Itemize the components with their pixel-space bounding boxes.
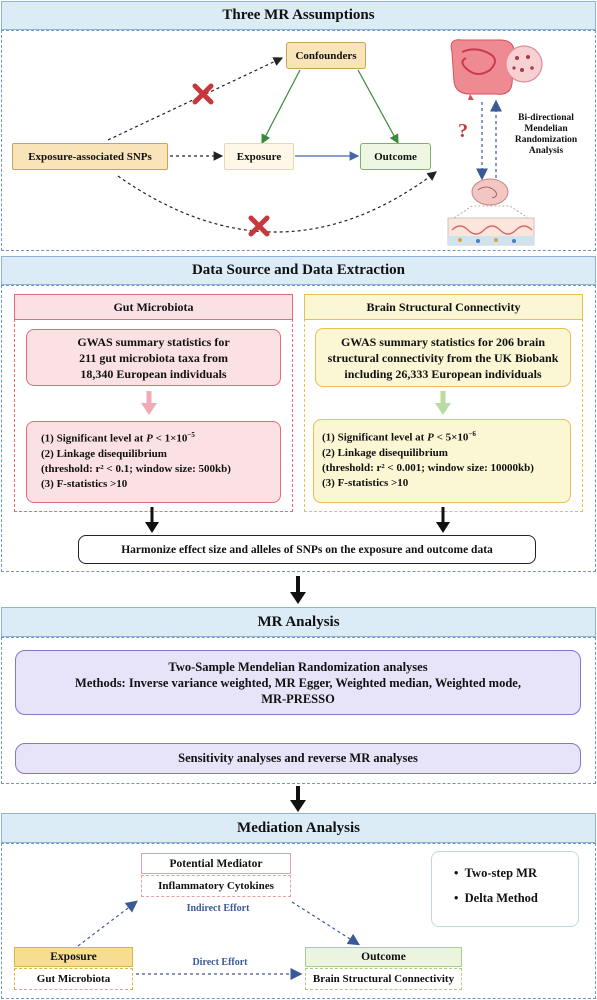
mediation-exposure-title: Exposure — [50, 951, 97, 963]
gut-summary-line: 211 gut microbiota taxa from — [79, 350, 228, 365]
cross-icon — [192, 83, 214, 105]
mediator-title-box: Potential Mediator — [141, 853, 291, 874]
section1-header: Three MR Assumptions — [1, 1, 596, 30]
mediation-exposure-sub: Gut Microbiota — [36, 973, 111, 985]
brain-connectivity-header: Brain Structural Connectivity — [304, 294, 583, 320]
mediation-methods-box: • Two-step MR • Delta Method — [431, 851, 579, 927]
exposure-snps-label: Exposure-associated SNPs — [28, 150, 152, 163]
sensitivity-label: Sensitivity analyses and reverse MR anal… — [178, 751, 418, 765]
gut-microbiota-title: Gut Microbiota — [113, 299, 194, 314]
brain-criterion-3: (3) F-statistics >10 — [322, 476, 409, 489]
mediator-sub-box: Inflammatory Cytokines — [141, 875, 291, 897]
method-item: • Delta Method — [454, 891, 538, 905]
section4-header: Mediation Analysis — [1, 813, 596, 843]
mediator-title: Potential Mediator — [169, 857, 263, 870]
harmonize-label: Harmonize effect size and alleles of SNP… — [121, 543, 493, 556]
gut-criterion-1: (1) Significant level at P < 1×10−5 — [41, 431, 195, 445]
exposure-snps-node: Exposure-associated SNPs — [12, 143, 168, 170]
gut-summary-box: GWAS summary statistics for 211 gut micr… — [26, 329, 281, 386]
confounders-to-outcome-arrow — [357, 69, 399, 145]
brain-criterion-2: (2) Linkage disequilibrium — [322, 446, 448, 459]
section2-header: Data Source and Data Extraction — [1, 256, 596, 285]
section1-title: Three MR Assumptions — [222, 7, 375, 23]
mediation-exposure-sub-box: Gut Microbiota — [14, 968, 133, 990]
confounders-node: Confounders — [286, 42, 366, 69]
brain-criteria-box: (1) Significant level at P < 5×10−6 (2) … — [313, 419, 571, 503]
mediation-exposure-title-box: Exposure — [14, 947, 133, 967]
brain-summary-line: GWAS summary statistics for 206 brain — [340, 334, 546, 349]
mr-methods-box: Two-Sample Mendelian Randomization analy… — [15, 650, 581, 715]
section4-title: Mediation Analysis — [237, 819, 360, 836]
brain-summary-box: GWAS summary statistics for 206 brain st… — [315, 328, 571, 387]
sensitivity-box: Sensitivity analyses and reverse MR anal… — [15, 743, 581, 774]
gut-summary-line: 18,340 European individuals — [80, 366, 227, 381]
mr-methods-line: MR-PRESSO — [261, 691, 335, 706]
mediation-outcome-sub: Brain Structural Connectivity — [312, 973, 455, 985]
section3-panel — [1, 637, 596, 784]
gut-criterion-2-threshold: (threshold: r² < 0.1; window size: 500kb… — [41, 462, 231, 475]
gut-microbiota-header: Gut Microbiota — [14, 294, 293, 320]
mr-methods-line: Two-Sample Mendelian Randomization analy… — [168, 659, 428, 674]
confounders-to-exposure-arrow — [261, 69, 301, 145]
mediation-outcome-title-box: Outcome — [305, 947, 462, 967]
brain-criterion-2-threshold: (threshold: r² < 0.001; window size: 100… — [322, 461, 534, 474]
section1-panel — [1, 30, 596, 251]
mediation-outcome-sub-box: Brain Structural Connectivity — [305, 968, 462, 990]
gut-criteria-box: (1) Significant level at P < 1×10−5 (2) … — [26, 421, 281, 503]
section3-title: MR Analysis — [257, 613, 340, 630]
gut-criterion-3: (3) F-statistics >10 — [41, 477, 128, 490]
outcome-label: Outcome — [374, 150, 417, 163]
exposure-label: Exposure — [236, 150, 282, 163]
section2-title: Data Source and Data Extraction — [191, 262, 406, 278]
bidirectional-label: Bi-directional Mendelian Randomization A… — [514, 113, 578, 156]
exposure-node: Exposure — [224, 143, 294, 170]
brain-summary-line: structural connectivity from the UK Biob… — [327, 350, 559, 365]
question-mark: ? — [458, 120, 468, 142]
method-item: • Two-step MR — [454, 866, 537, 880]
snps-to-outcome-curve — [117, 171, 437, 233]
brain-summary-line: including 26,333 European individuals — [344, 366, 542, 381]
mr-methods-line: Methods: Inverse variance weighted, MR E… — [75, 675, 521, 690]
brain-connectivity-title: Brain Structural Connectivity — [366, 299, 521, 314]
indirect-effect-label: Indirect Effort — [186, 903, 250, 914]
gut-criterion-2: (2) Linkage disequilibrium — [41, 447, 167, 460]
direct-effect-label: Direct Effort — [192, 957, 248, 968]
section2-panel — [1, 285, 596, 572]
harmonize-box: Harmonize effect size and alleles of SNP… — [78, 535, 536, 564]
section4-panel — [1, 843, 596, 999]
cross-icon — [248, 215, 270, 237]
brain-criterion-1: (1) Significant level at P < 5×10−6 — [322, 430, 476, 444]
gut-summary-line: GWAS summary statistics for — [77, 334, 230, 349]
outcome-node: Outcome — [360, 143, 431, 170]
confounders-label: Confounders — [295, 49, 357, 62]
section3-header: MR Analysis — [1, 607, 596, 637]
mediation-outcome-title: Outcome — [361, 951, 406, 963]
mediator-sub: Inflammatory Cytokines — [158, 880, 274, 892]
